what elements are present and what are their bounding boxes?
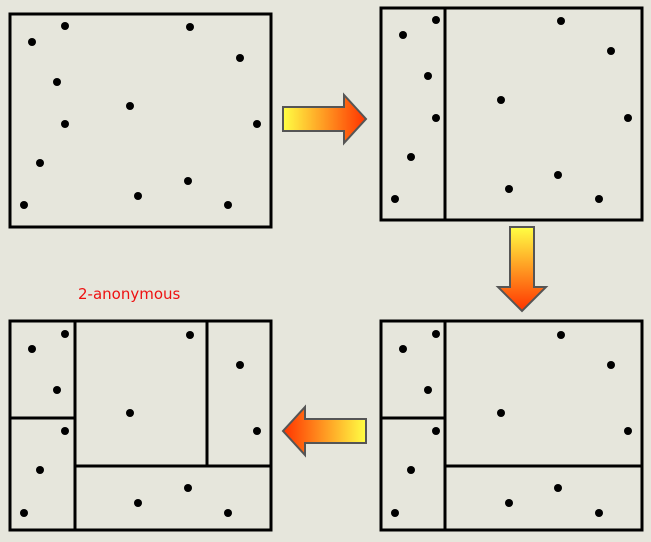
points [391,16,632,203]
caption-2-anonymous: 2-anonymous [78,285,181,303]
arrow-right-icon [282,92,368,146]
panel-split-2 [379,319,644,532]
points [20,22,261,209]
arrow-down-icon [495,226,549,313]
panel-original [8,12,273,229]
points [391,330,632,517]
panel-split-1 [379,6,644,222]
panel-2-anonymous [8,319,273,532]
points [20,330,261,517]
arrow-left-icon [281,404,367,458]
